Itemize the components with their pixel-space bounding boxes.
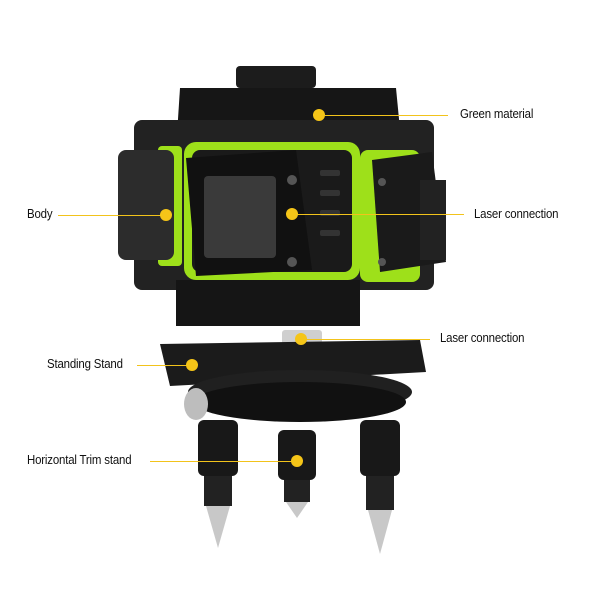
label-green-material: Green material <box>460 106 534 121</box>
lower-body <box>176 280 360 326</box>
callout-dot-laser-connection-1 <box>286 208 298 220</box>
callout-dot-horizontal-trim-stand <box>291 455 303 467</box>
callout-line-laser-connection-1 <box>292 214 464 215</box>
label-body: Body <box>27 206 53 221</box>
screw-icon <box>287 175 297 185</box>
right-laser-window <box>420 180 446 260</box>
callout-line-green-material <box>320 115 448 116</box>
callout-dot-green-material <box>313 109 325 121</box>
screw-icon <box>378 258 386 266</box>
callout-line-standing-stand <box>137 365 189 366</box>
screw-icon <box>287 257 297 267</box>
front-laser-glass <box>204 176 276 258</box>
label-horizontal-trim-stand: Horizontal Trim stand <box>27 452 132 467</box>
callout-dot-body <box>160 209 172 221</box>
top-handle <box>236 66 316 88</box>
left-laser-window <box>118 150 174 260</box>
callout-line-body <box>58 215 166 216</box>
label-standing-stand: Standing Stand <box>47 356 123 371</box>
label-laser-connection-2: Laser connection <box>440 330 525 345</box>
callout-dot-standing-stand <box>186 359 198 371</box>
callout-line-laser-connection-2 <box>302 339 430 340</box>
trim-knob <box>184 388 208 420</box>
tripod-legs <box>198 420 400 554</box>
callout-dot-laser-connection-2 <box>295 333 307 345</box>
label-laser-connection-1: Laser connection <box>474 206 559 221</box>
screw-icon <box>378 178 386 186</box>
callout-line-horizontal-trim-stand <box>150 461 296 462</box>
